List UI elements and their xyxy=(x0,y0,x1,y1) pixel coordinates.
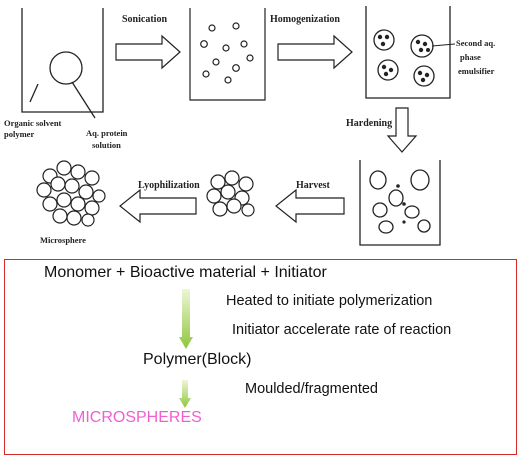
hardened-dots xyxy=(396,184,406,224)
arrow-harvest xyxy=(275,188,345,224)
arrow-sonication xyxy=(115,34,181,70)
beaker-organic-solvent xyxy=(21,8,104,119)
note-initiator: Initiator accelerate rate of reaction xyxy=(232,322,452,338)
pointer-organic-solvent xyxy=(29,83,39,103)
note-moulded: Moulded/fragmented xyxy=(245,381,378,397)
label-polymer: polymer xyxy=(4,129,34,139)
label-homogenization: Homogenization xyxy=(270,14,340,25)
polymerization-method-box xyxy=(4,259,517,455)
label-phase: phase xyxy=(460,52,481,62)
aqueous-droplet xyxy=(49,51,83,85)
label-harvest: Harvest xyxy=(296,180,331,191)
product-text: Polymer(Block) xyxy=(143,351,252,368)
label-solution: solution xyxy=(92,140,121,150)
pointer-second-phase xyxy=(431,43,456,47)
result-microspheres: MICROSPHERES xyxy=(72,409,202,426)
label-hardening: Hardening xyxy=(346,118,392,129)
arrow-hardening xyxy=(386,107,418,153)
label-second-aq: Second aq. xyxy=(456,38,495,48)
reactants-text: Monomer + Bioactive material + Initiator xyxy=(44,264,327,281)
arrow-lyophilization xyxy=(119,188,197,224)
beaker-sonicated xyxy=(189,8,266,101)
label-sonication: Sonication xyxy=(122,14,167,25)
microsphere-cluster xyxy=(36,160,106,227)
pointer-aq-protein xyxy=(71,81,96,119)
microsphere-preparation-diagram: Organic solvent polymer Aq. protein solu… xyxy=(4,6,495,246)
arrow-homogenization xyxy=(277,34,353,70)
beaker-hardened xyxy=(359,160,441,246)
label-emulsifier: emulsifier xyxy=(458,66,495,76)
label-lyophilization: Lyophilization xyxy=(138,180,200,191)
label-organic-solvent: Organic solvent xyxy=(4,118,62,128)
harvested-cluster xyxy=(206,170,255,217)
label-aq-protein: Aq. protein xyxy=(86,128,128,138)
label-microsphere: Microsphere xyxy=(40,235,86,245)
beaker-emulsion xyxy=(365,6,451,99)
note-heated: Heated to initiate polymerization xyxy=(226,293,433,309)
green-arrow-down-1 xyxy=(179,289,193,349)
inner-droplets xyxy=(377,34,430,83)
green-arrow-down-2 xyxy=(179,380,191,408)
